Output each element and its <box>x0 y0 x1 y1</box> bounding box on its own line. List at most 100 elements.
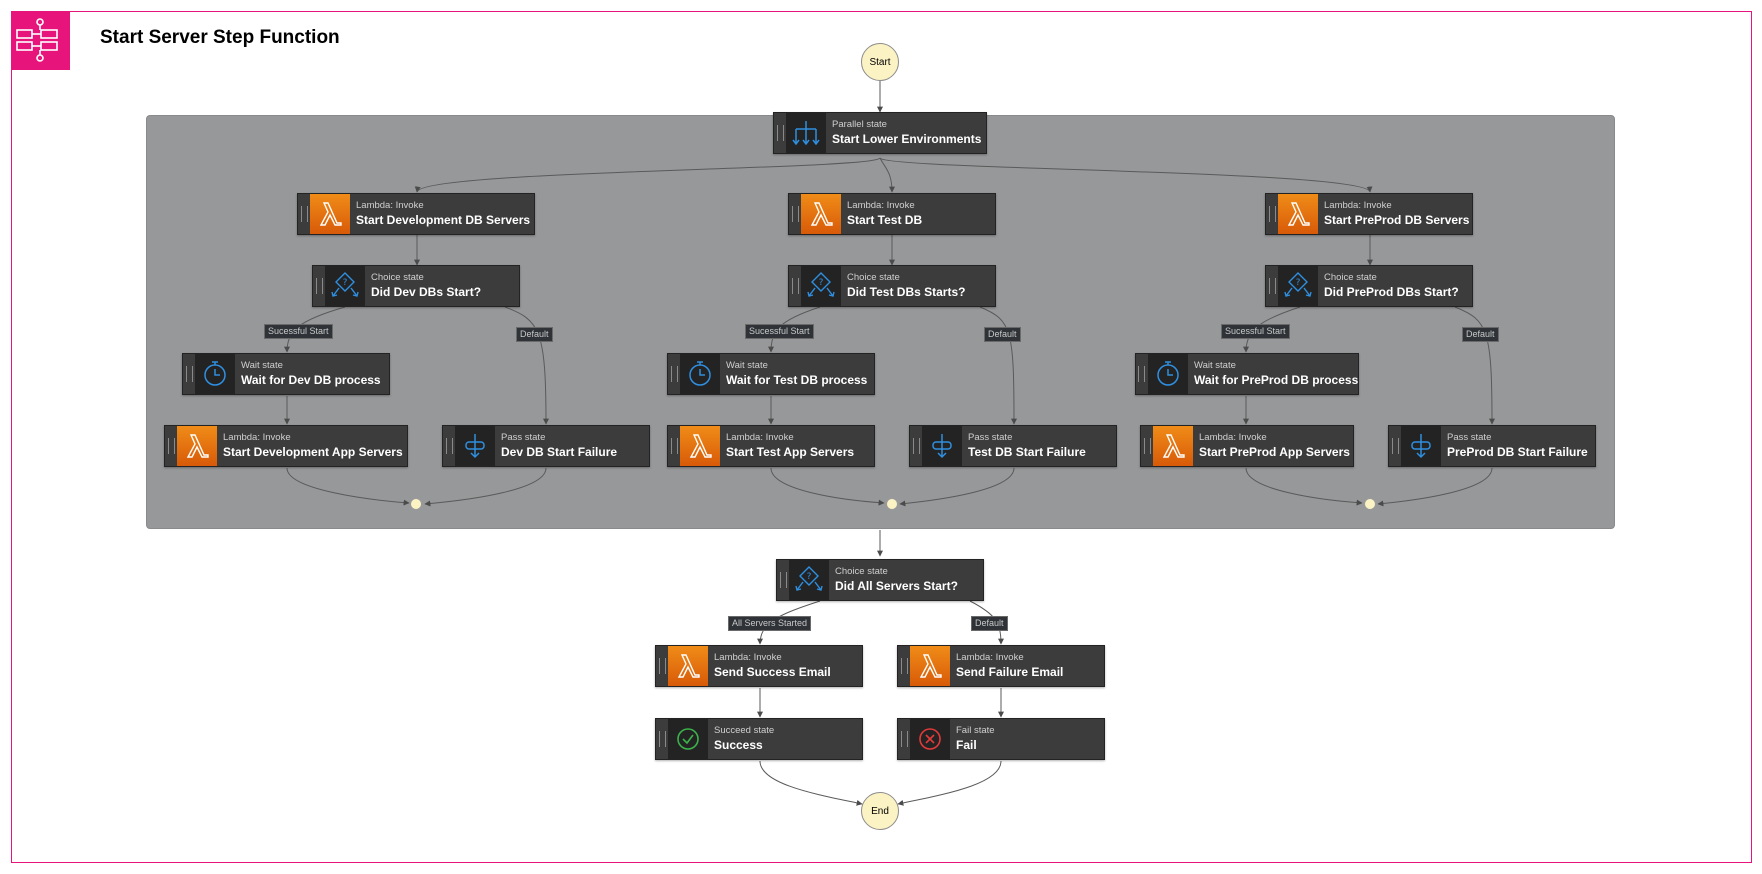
node-kind: Lambda: Invoke <box>726 432 794 443</box>
step-functions-icon <box>16 18 58 62</box>
drag-handle[interactable] <box>1266 194 1278 234</box>
drag-handle[interactable] <box>313 266 325 306</box>
timer-icon <box>1147 354 1188 394</box>
node-name: Start Lower Environments <box>832 132 982 146</box>
diagram-title: Start Server Step Function <box>100 27 340 48</box>
drag-handle[interactable] <box>898 719 910 759</box>
node-kind: Choice state <box>371 272 424 283</box>
node-name: Wait for Test DB process <box>726 373 868 387</box>
step-functions-logo <box>11 11 70 70</box>
svg-text:?: ? <box>1296 278 1301 288</box>
node-kind: Wait state <box>241 360 283 371</box>
node-name: Start PreProd App Servers <box>1199 445 1350 459</box>
choice-icon: ? <box>325 266 365 306</box>
end-node[interactable]: End <box>861 792 899 830</box>
drag-handle[interactable] <box>777 560 789 600</box>
node-name: Dev DB Start Failure <box>501 445 618 459</box>
lambda-icon <box>1278 194 1318 234</box>
drag-handle[interactable] <box>1389 426 1401 466</box>
lambda-icon <box>680 426 720 466</box>
drag-handle[interactable] <box>774 113 786 153</box>
node-name: Start PreProd DB Servers <box>1324 213 1470 227</box>
svg-text:?: ? <box>807 572 812 582</box>
drag-handle[interactable] <box>1266 266 1278 306</box>
pass-icon <box>922 426 962 466</box>
node-name: Did All Servers Start? <box>835 579 958 593</box>
edge-testfail-merge <box>899 467 1015 507</box>
node-kind: Lambda: Invoke <box>714 652 782 663</box>
drag-handle[interactable] <box>1141 426 1153 466</box>
svg-text:?: ? <box>819 278 824 288</box>
node-name: PreProd DB Start Failure <box>1447 445 1588 459</box>
diagram-frame <box>11 11 1752 863</box>
edge-parallel-dev <box>414 157 881 193</box>
choice-icon: ? <box>789 560 829 600</box>
edge-label-dev-success: Sucessful Start <box>264 324 333 339</box>
edge-succeed-end <box>759 760 863 806</box>
node-name: Start Development DB Servers <box>356 213 531 227</box>
drag-handle[interactable] <box>1136 354 1148 394</box>
x-circle-icon <box>910 719 950 759</box>
drag-handle[interactable] <box>668 354 680 394</box>
drag-handle[interactable] <box>656 719 668 759</box>
node-name: Send Success Email <box>714 665 831 679</box>
lambda-icon <box>668 646 708 686</box>
drag-handle[interactable] <box>789 266 801 306</box>
edge-fail-end <box>897 760 1002 806</box>
parallel-icon <box>786 113 826 153</box>
node-name: Start Test App Servers <box>726 445 855 459</box>
node-name: Did PreProd DBs Start? <box>1324 285 1459 299</box>
lambda-icon <box>177 426 217 466</box>
node-kind: Lambda: Invoke <box>356 200 424 211</box>
drag-handle[interactable] <box>298 194 310 234</box>
node-kind: Wait state <box>726 360 768 371</box>
drag-handle[interactable] <box>443 426 455 466</box>
timer-icon <box>680 354 720 394</box>
drag-handle[interactable] <box>668 426 680 466</box>
start-label: Start <box>869 56 891 68</box>
edge-label-all-started: All Servers Started <box>728 616 812 631</box>
edge-devapp-merge <box>286 467 410 506</box>
lambda-icon <box>801 194 841 234</box>
drag-handle[interactable] <box>656 646 668 686</box>
node-kind: Lambda: Invoke <box>223 432 291 443</box>
drag-handle[interactable] <box>789 194 801 234</box>
drag-handle[interactable] <box>165 426 177 466</box>
drag-handle[interactable] <box>898 646 910 686</box>
merge-dot-dev <box>410 498 422 510</box>
node-kind: Choice state <box>1324 272 1377 283</box>
svg-text:?: ? <box>343 278 348 288</box>
pass-icon <box>455 426 495 466</box>
edge-parallel-test <box>879 157 895 193</box>
node-name: Wait for PreProd DB process <box>1193 373 1358 387</box>
drag-handle[interactable] <box>910 426 922 466</box>
node-name: Did Dev DBs Start? <box>371 285 482 299</box>
edge-testapp-merge <box>770 467 885 506</box>
node-name: Fail <box>956 738 977 752</box>
drag-handle[interactable] <box>183 354 195 394</box>
node-name: Wait for Dev DB process <box>241 373 381 387</box>
edge-label-dev-default: Default <box>516 327 553 342</box>
start-node[interactable]: Start <box>861 43 899 81</box>
